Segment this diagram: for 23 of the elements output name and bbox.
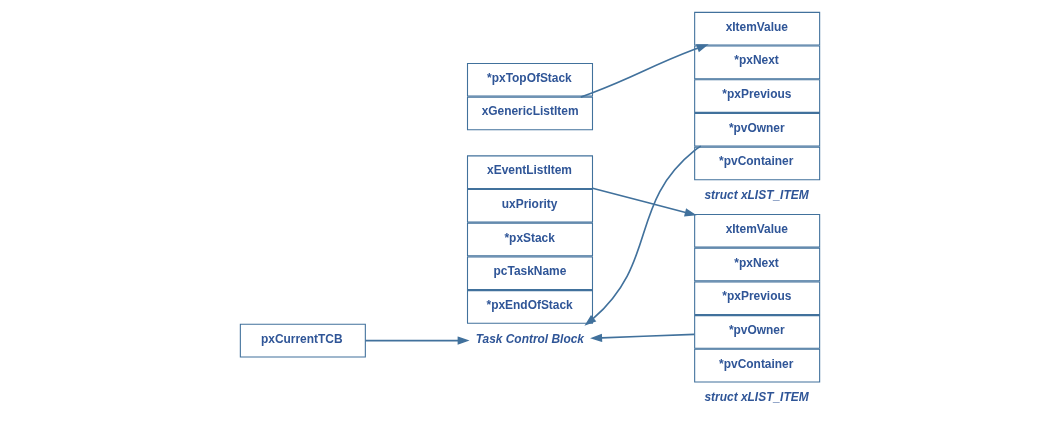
node-box: xItemValue xyxy=(694,11,821,46)
node-box: uxPriority xyxy=(466,189,594,223)
node-box: *pxStack xyxy=(466,222,594,257)
node-box: *pvOwner xyxy=(694,112,821,147)
node-box: *pxPrevious xyxy=(694,281,821,316)
node-box: *pxEndOfStack xyxy=(466,290,594,324)
node-box: *pvContainer xyxy=(694,348,821,383)
node-box: xEventListItem xyxy=(466,155,594,189)
node-box: *pxNext xyxy=(694,247,821,282)
node-box: *pvOwner xyxy=(694,315,821,349)
node-box: *pxTopOfStack xyxy=(466,62,594,97)
arrow xyxy=(591,187,697,217)
arrow xyxy=(584,145,702,326)
label: struct xLIST_ITEM xyxy=(704,188,809,203)
node-box: *pvContainer xyxy=(694,146,821,181)
node-box: xItemValue xyxy=(694,214,821,248)
node-box: *pxPrevious xyxy=(694,79,821,113)
node-box: xGenericListItem xyxy=(466,96,594,131)
arrow xyxy=(364,336,470,345)
node-box: pcTaskName xyxy=(466,256,594,291)
node-text: Task Control Block xyxy=(475,331,584,346)
arrow xyxy=(590,333,696,343)
node-box: pxCurrentTCB xyxy=(239,323,366,358)
